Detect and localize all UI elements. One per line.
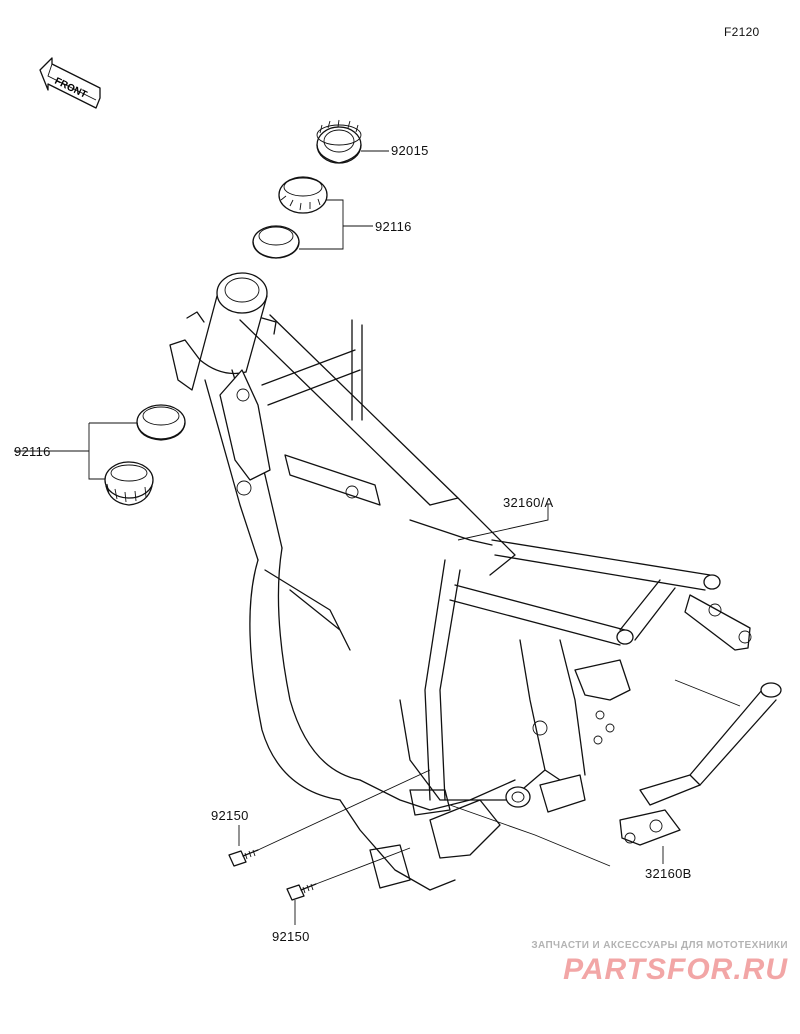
part-label-92015[interactable]: 92015 [391, 143, 429, 158]
main-frame [169, 272, 752, 891]
front-arrow-icon: FRONT [39, 57, 101, 109]
part-label-92116-lower[interactable]: 92116 [14, 444, 51, 459]
part-label-32160a[interactable]: 32160/A [503, 495, 554, 510]
bolt-lower [286, 883, 317, 901]
leader-92150-lower [294, 847, 411, 925]
bolt-upper [228, 849, 259, 867]
leader-92116-upper [299, 199, 373, 250]
part-label-92150-upper[interactable]: 92150 [211, 808, 249, 823]
part-label-92116-upper[interactable]: 92116 [375, 219, 412, 234]
part-label-92150-lower[interactable]: 92150 [272, 929, 310, 944]
diagram-code: F2120 [724, 25, 760, 39]
leader-92116-lower [14, 422, 137, 480]
leader-32160b [449, 679, 741, 867]
upper-bearing [278, 176, 328, 214]
lower-bearing [104, 461, 154, 506]
steering-stem-nut [316, 119, 362, 164]
upper-bearing-race [252, 225, 300, 259]
watermark-tagline: ЗАПЧАСТИ И АКСЕССУАРЫ ДЛЯ МОТОТЕХНИКИ [531, 940, 788, 951]
lower-bearing-race [136, 404, 186, 441]
leader-92150-upper [238, 769, 431, 851]
watermark: ЗАПЧАСТИ И АКСЕССУАРЫ ДЛЯ МОТОТЕХНИКИ PA… [488, 940, 788, 987]
watermark-logo: PARTSFOR.RU [563, 953, 788, 986]
leader-32160a [457, 504, 549, 541]
rear-frame-strut [619, 682, 782, 846]
part-label-32160b[interactable]: 32160B [645, 866, 692, 881]
